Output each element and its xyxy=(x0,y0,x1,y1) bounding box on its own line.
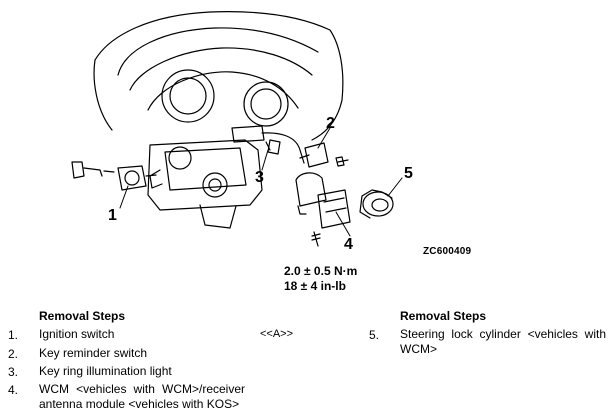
torque-imperial: 18 ± 4 in-lb xyxy=(284,279,346,293)
step-num-3: 3. xyxy=(8,365,19,379)
step-text-5: Steering lock cylinder <vehicles with WC… xyxy=(400,327,606,356)
instrument-panel-drawing xyxy=(93,11,344,141)
leader-lines xyxy=(119,127,403,237)
wcm-module-drawing xyxy=(295,172,351,247)
ignition-switch-drawing xyxy=(71,161,157,191)
step-num-2: 2. xyxy=(8,347,19,361)
torque-spec: 2.0 ± 0.5 N·m 18 ± 4 in-lb xyxy=(284,264,357,294)
key-reminder-switch-drawing xyxy=(299,142,349,168)
callout-5: 5 xyxy=(404,165,413,182)
step-note-A: <<A>> xyxy=(260,328,294,340)
key-ring-illumination-drawing xyxy=(231,125,305,164)
steering-column-drawing xyxy=(147,139,263,229)
torque-metric: 2.0 ± 0.5 N·m xyxy=(284,264,358,278)
callout-2: 2 xyxy=(326,115,335,132)
step-text-1: Ignition switch xyxy=(39,327,115,341)
step-num-5: 5. xyxy=(369,328,380,342)
steering-lock-cylinder-drawing xyxy=(359,189,394,219)
callout-4: 4 xyxy=(344,236,353,253)
step-num-4: 4. xyxy=(8,383,19,397)
removal-steps-heading-right: Removal Steps xyxy=(400,309,487,323)
callout-3: 3 xyxy=(255,169,264,186)
exploded-view-diagram xyxy=(71,11,403,247)
figure-code: ZC600409 xyxy=(423,246,472,257)
step-text-4: WCM <vehicles with WCM>/receiver antenna… xyxy=(39,382,245,411)
step-num-1: 1. xyxy=(8,328,19,342)
callout-1: 1 xyxy=(108,207,117,224)
step-text-2: Key reminder switch xyxy=(39,346,148,360)
removal-steps-heading-left: Removal Steps xyxy=(39,309,126,323)
step-text-3: Key ring illumination light xyxy=(39,364,172,378)
